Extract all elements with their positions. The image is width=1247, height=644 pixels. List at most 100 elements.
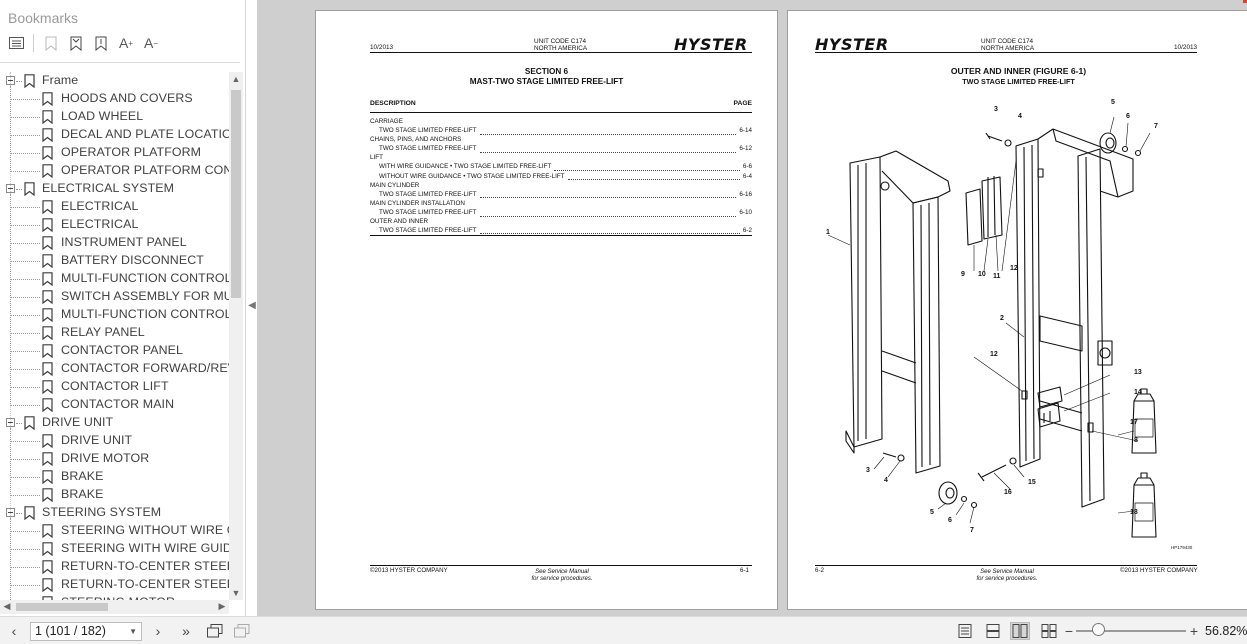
paste-page-icon[interactable]: [232, 622, 252, 640]
bookmark-item[interactable]: CONTACTOR FORWARD/REVE: [0, 360, 229, 378]
bookmark-label: ELECTRICAL: [61, 217, 139, 231]
header-unit-code: UNIT CODE C174 NORTH AMERICA: [534, 38, 588, 52]
single-page-view-icon[interactable]: [956, 622, 974, 640]
col-description: DESCRIPTION: [370, 100, 416, 107]
hyster-logo: HYSTER: [674, 35, 748, 54]
bookmark-label: RETURN-TO-CENTER STEER: [61, 559, 229, 573]
text-larger-icon[interactable]: A+: [118, 35, 133, 51]
figure-callout: 2: [1000, 315, 1004, 322]
chevron-down-icon[interactable]: ▼: [129, 627, 137, 636]
bookmark-label: STEERING WITH WIRE GUIDA: [61, 541, 229, 555]
scroll-left-icon[interactable]: ◀: [3, 601, 11, 611]
bookmark-label: DRIVE UNIT: [61, 433, 133, 447]
next-page-icon[interactable]: ›: [155, 623, 161, 639]
bookmark-item[interactable]: CONTACTOR MAIN: [0, 396, 229, 414]
navigation-toolbar: ‹ 1 (101 / 182) ▼ › » − + 56.82%: [0, 616, 1247, 644]
scroll-right-icon[interactable]: ▶: [218, 601, 226, 611]
bookmark-item[interactable]: DRIVE UNIT: [0, 432, 229, 450]
bookmark-item[interactable]: BATTERY DISCONNECT: [0, 252, 229, 270]
toc-entry[interactable]: WITHOUT WIRE GUIDANCE • TWO STAGE LIMITE…: [370, 173, 752, 182]
bookmark-label: RETURN-TO-CENTER STEER W: [61, 577, 229, 591]
bookmark-item[interactable]: HOODS AND COVERS: [0, 90, 229, 108]
hyster-logo: HYSTER: [815, 35, 889, 54]
toc-page-number: 6-12: [739, 145, 752, 153]
bookmark-item[interactable]: ELECTRICAL: [0, 216, 229, 234]
scroll-up-icon[interactable]: ▲: [231, 74, 241, 84]
bookmark-item[interactable]: STEERING WITH WIRE GUIDA: [0, 540, 229, 558]
figure-callout: 17: [1130, 419, 1138, 426]
scroll-down-icon[interactable]: ▼: [231, 588, 241, 598]
toc-entry[interactable]: WITH WIRE GUIDANCE • TWO STAGE LIMITED F…: [370, 163, 752, 172]
bookmark-item[interactable]: CONTACTOR LIFT: [0, 378, 229, 396]
figure-callout: 6: [1126, 113, 1130, 120]
collapse-panel-icon[interactable]: ◀: [248, 300, 256, 311]
page-number-field[interactable]: 1 (101 / 182) ▼: [30, 622, 142, 641]
figure-callout: 14: [1134, 389, 1142, 396]
bookmark-item[interactable]: RETURN-TO-CENTER STEER: [0, 558, 229, 576]
bookmark-item[interactable]: MULTI-FUNCTION CONTROL H: [0, 270, 229, 288]
bookmark-item[interactable]: RETURN-TO-CENTER STEER W: [0, 576, 229, 594]
continuous-view-icon[interactable]: [984, 622, 1002, 640]
bookmark-icon: [42, 470, 53, 484]
bookmark-item[interactable]: OPERATOR PLATFORM: [0, 144, 229, 162]
bookmark-item[interactable]: STEERING MOTOR: [0, 594, 229, 600]
figure-callout: 5: [930, 509, 934, 516]
bookmarks-vertical-scrollbar[interactable]: ▲ ▼: [229, 72, 243, 600]
toc-text: OUTER AND INNER: [370, 218, 429, 226]
two-page-continuous-icon[interactable]: [1040, 622, 1058, 640]
last-page-icon[interactable]: »: [182, 623, 190, 639]
zoom-out-icon[interactable]: −: [1064, 623, 1074, 639]
bookmark-item[interactable]: INSTRUMENT PANEL: [0, 234, 229, 252]
bookmark-item[interactable]: DRIVE MOTOR: [0, 450, 229, 468]
bookmark-group[interactable]: Frame: [0, 72, 229, 90]
zoom-slider-knob[interactable]: [1092, 623, 1105, 636]
bookmarks-horizontal-scrollbar[interactable]: ◀ ▶: [0, 600, 229, 614]
toc-group: LIFT: [370, 154, 752, 163]
scroll-thumb[interactable]: [16, 603, 108, 611]
bookmark-item[interactable]: DECAL AND PLATE LOCATION: [0, 126, 229, 144]
col-page: PAGE: [733, 100, 752, 107]
zoom-in-icon[interactable]: +: [1189, 623, 1199, 639]
bookmark-item[interactable]: BRAKE: [0, 468, 229, 486]
bookmark-item[interactable]: CONTACTOR PANEL: [0, 342, 229, 360]
toc-page-number: 6-14: [739, 127, 752, 135]
bookmark-item[interactable]: ELECTRICAL: [0, 198, 229, 216]
zoom-slider[interactable]: [1076, 630, 1186, 632]
bookmark-group[interactable]: ELECTRICAL SYSTEM: [0, 180, 229, 198]
copy-page-icon[interactable]: [205, 622, 225, 640]
bookmark-item[interactable]: MULTI-FUNCTION CONTROL H: [0, 306, 229, 324]
bookmark-add-icon[interactable]: [66, 33, 86, 53]
document-view[interactable]: 10/2013 UNIT CODE C174 NORTH AMERICA HYS…: [257, 0, 1247, 616]
previous-page-icon[interactable]: ‹: [11, 623, 17, 639]
figure-callout: 7: [970, 527, 974, 534]
bookmark-group[interactable]: STEERING SYSTEM: [0, 504, 229, 522]
bookmark-item[interactable]: BRAKE: [0, 486, 229, 504]
scroll-thumb[interactable]: [231, 90, 241, 298]
bookmark-item[interactable]: SWITCH ASSEMBLY FOR MULT: [0, 288, 229, 306]
bookmark-label: BRAKE: [61, 487, 104, 501]
bookmark-delete-icon[interactable]: [41, 33, 61, 53]
bookmark-item[interactable]: RELAY PANEL: [0, 324, 229, 342]
two-page-view-icon[interactable]: [1010, 622, 1030, 640]
bookmark-icon: [42, 434, 53, 448]
bookmark-item[interactable]: LOAD WHEEL: [0, 108, 229, 126]
text-smaller-icon[interactable]: A−: [143, 35, 158, 51]
figure-callout: 11: [993, 273, 1001, 280]
bookmark-label: DRIVE UNIT: [42, 415, 114, 429]
bookmark-icon: [24, 182, 35, 196]
figure-callout: 3: [994, 106, 998, 113]
bookmark-group[interactable]: DRIVE UNIT: [0, 414, 229, 432]
figure-callout: 16: [1004, 489, 1012, 496]
bookmark-options-icon[interactable]: [6, 33, 26, 53]
bookmark-expand-icon[interactable]: [91, 33, 111, 53]
bookmark-item[interactable]: OPERATOR PLATFORM CONTR: [0, 162, 229, 180]
bookmark-icon: [42, 362, 53, 376]
bookmark-item[interactable]: STEERING WITHOUT WIRE GU: [0, 522, 229, 540]
pdf-page-left: 10/2013 UNIT CODE C174 NORTH AMERICA HYS…: [315, 10, 778, 610]
